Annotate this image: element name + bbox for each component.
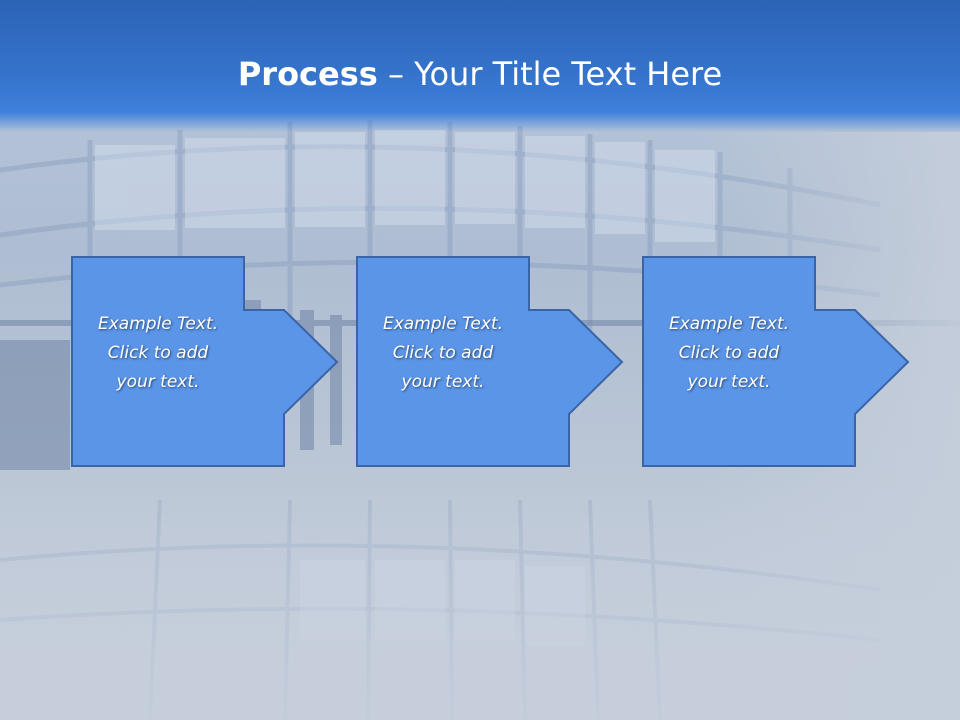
slide-title[interactable]: Process – Your Title Text Here (0, 52, 960, 96)
step-1-line-3: your text. (116, 372, 200, 392)
step-1-line-2: Click to add (107, 343, 209, 363)
step-1-line-1: Example Text. (97, 314, 219, 334)
process-step-1[interactable]: Example Text. Click to add your text. (71, 256, 411, 468)
step-3-text[interactable]: Example Text. Click to add your text. (642, 310, 816, 397)
arrow-shape-2 (356, 256, 624, 467)
process-step-3[interactable]: Example Text. Click to add your text. (642, 256, 960, 468)
step-2-line-1: Example Text. (382, 314, 504, 334)
step-3-line-1: Example Text. (668, 314, 790, 334)
title-strong: Process (237, 55, 378, 93)
title-band (0, 0, 960, 132)
arrow-shape-3 (642, 256, 910, 467)
step-2-text[interactable]: Example Text. Click to add your text. (356, 310, 530, 397)
step-2-line-3: your text. (401, 372, 485, 392)
step-2-line-2: Click to add (392, 343, 494, 363)
title-rest: – Your Title Text Here (377, 55, 723, 93)
step-3-line-3: your text. (687, 372, 771, 392)
step-3-line-2: Click to add (678, 343, 780, 363)
arrow-shape-1 (71, 256, 339, 467)
step-1-text[interactable]: Example Text. Click to add your text. (71, 310, 245, 397)
process-step-2[interactable]: Example Text. Click to add your text. (356, 256, 696, 468)
